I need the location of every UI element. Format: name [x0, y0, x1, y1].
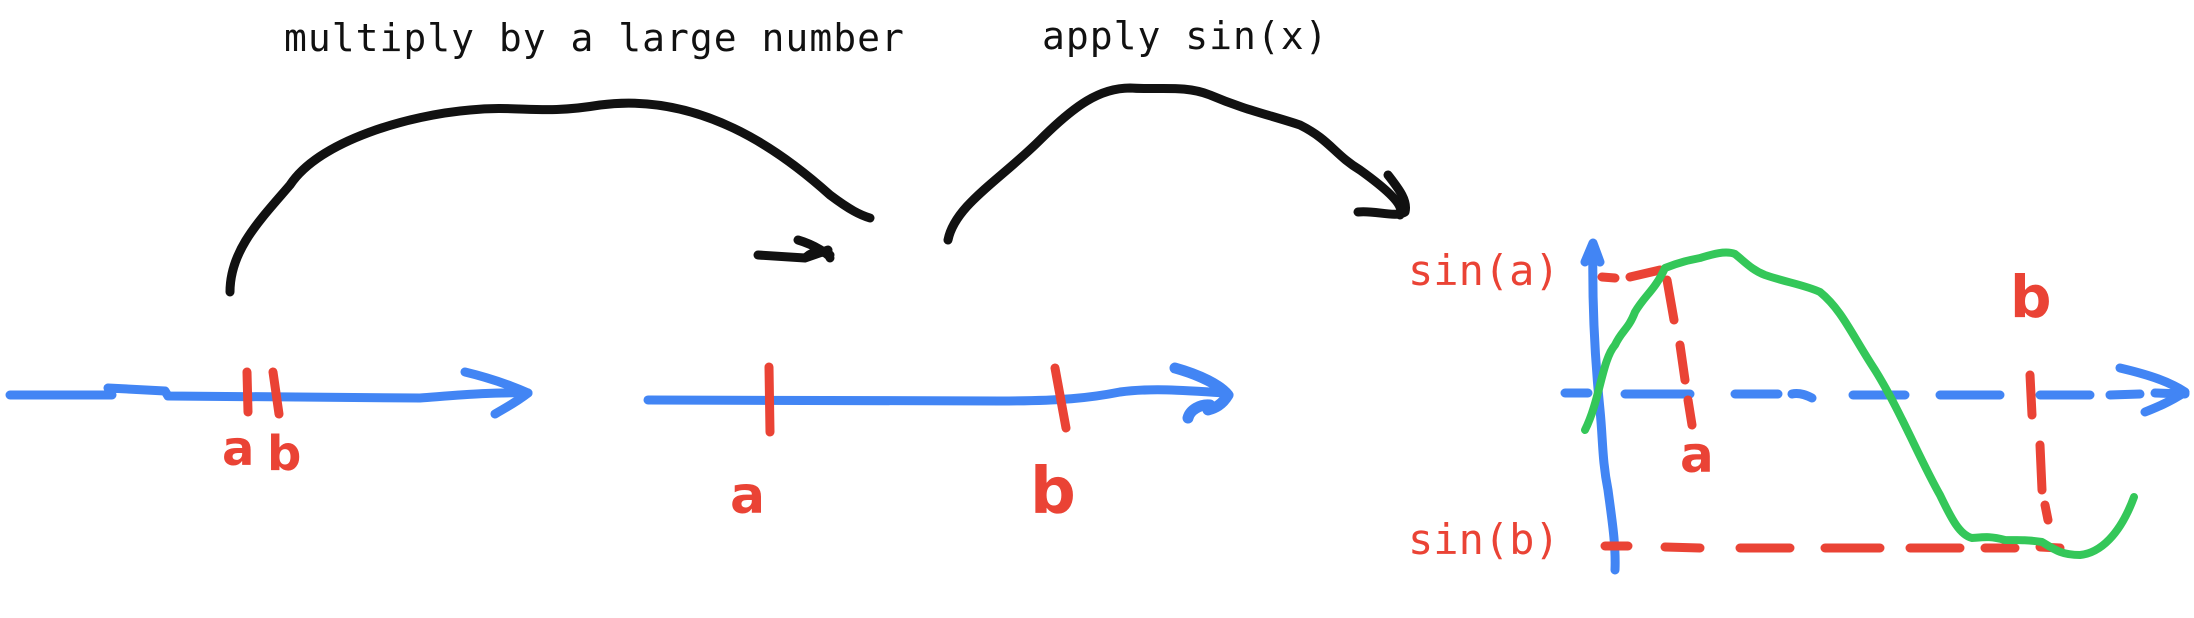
- multiply-caption: multiply by a large number: [284, 16, 905, 60]
- sin-b-guide: [1600, 541, 2065, 553]
- sin-caption: apply sin(x): [1042, 14, 1329, 58]
- multiply-arrow-head: [753, 235, 835, 263]
- x-axis-arrowhead: [2115, 363, 2190, 417]
- tick-a-line-2: [764, 362, 775, 437]
- y-axis: [1588, 240, 1620, 575]
- multiply-arrow: [225, 98, 875, 297]
- sin-b-label: sin(b): [1408, 515, 1560, 564]
- sine-curve: [1581, 248, 2138, 559]
- label-a-line-2: a: [730, 466, 766, 526]
- x-axis-dashed: [1560, 388, 2190, 403]
- tick-b-line-2: [1050, 363, 1071, 433]
- sin-arrow-head: [1353, 170, 1411, 219]
- a-vertical-guide: [1662, 275, 1697, 430]
- y-axis-arrowhead: [1580, 238, 1605, 267]
- number-line-2-arrowhead: [1169, 362, 1234, 424]
- label-b-graph: b: [2010, 263, 2052, 331]
- tick-b-line-1: [268, 367, 284, 419]
- label-b-line-2: b: [1030, 455, 1076, 529]
- label-b-line-1: b: [267, 426, 302, 482]
- number-line-1: [5, 383, 533, 403]
- sin-arrow: [943, 83, 1406, 245]
- sin-a-label: sin(a): [1408, 246, 1560, 295]
- b-vertical-guide: [2025, 370, 2053, 525]
- sin-a-guide: [1597, 265, 1665, 283]
- label-a-line-1: a: [222, 421, 255, 477]
- number-line-1-arrowhead: [460, 367, 533, 419]
- label-a-graph: a: [1680, 426, 1714, 484]
- tick-a-line-1: [242, 367, 253, 417]
- number-line-2: [643, 385, 1230, 406]
